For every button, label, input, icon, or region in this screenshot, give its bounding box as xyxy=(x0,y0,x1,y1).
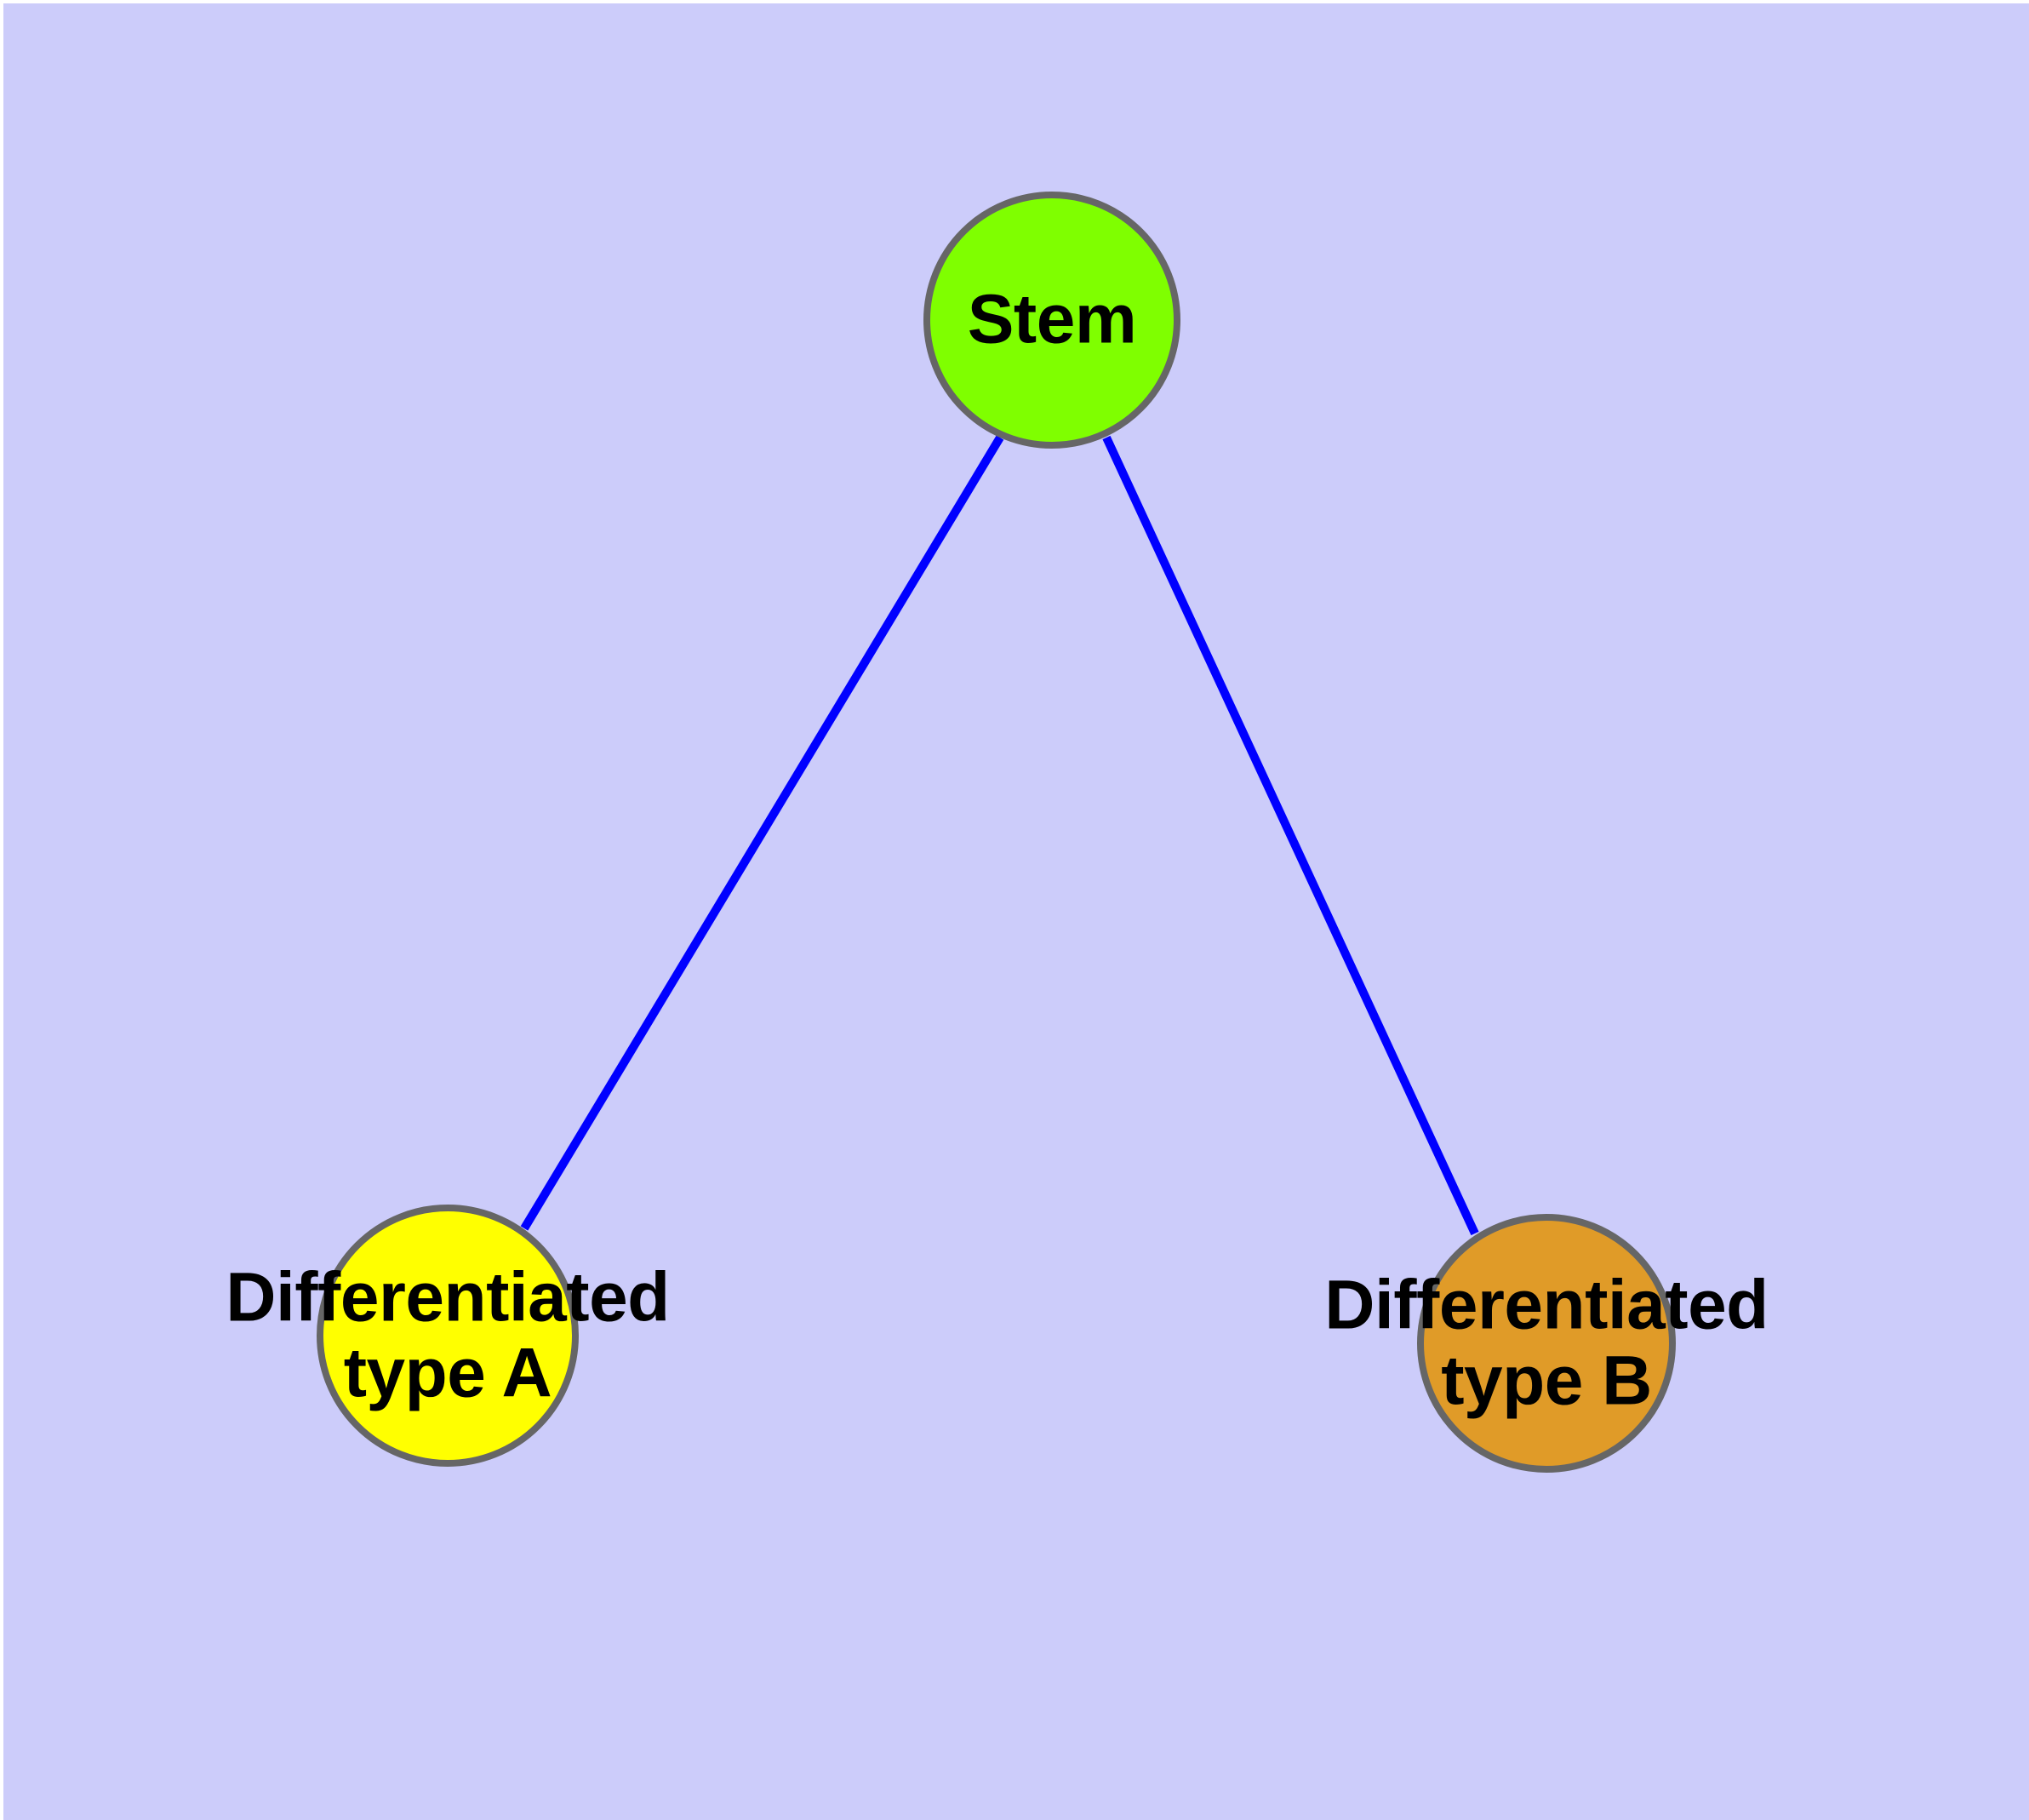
edges-group xyxy=(520,435,1479,1236)
graph-node-stem[interactable] xyxy=(923,192,1180,449)
graph-node-diff_b[interactable] xyxy=(1417,1214,1676,1473)
graph-edge-stem-to-diff-b xyxy=(1102,435,1479,1236)
graph-node-diff_a[interactable] xyxy=(317,1205,579,1467)
graph-edge-stem-to-diff-a xyxy=(520,435,1004,1231)
nodes-group xyxy=(317,192,1676,1473)
